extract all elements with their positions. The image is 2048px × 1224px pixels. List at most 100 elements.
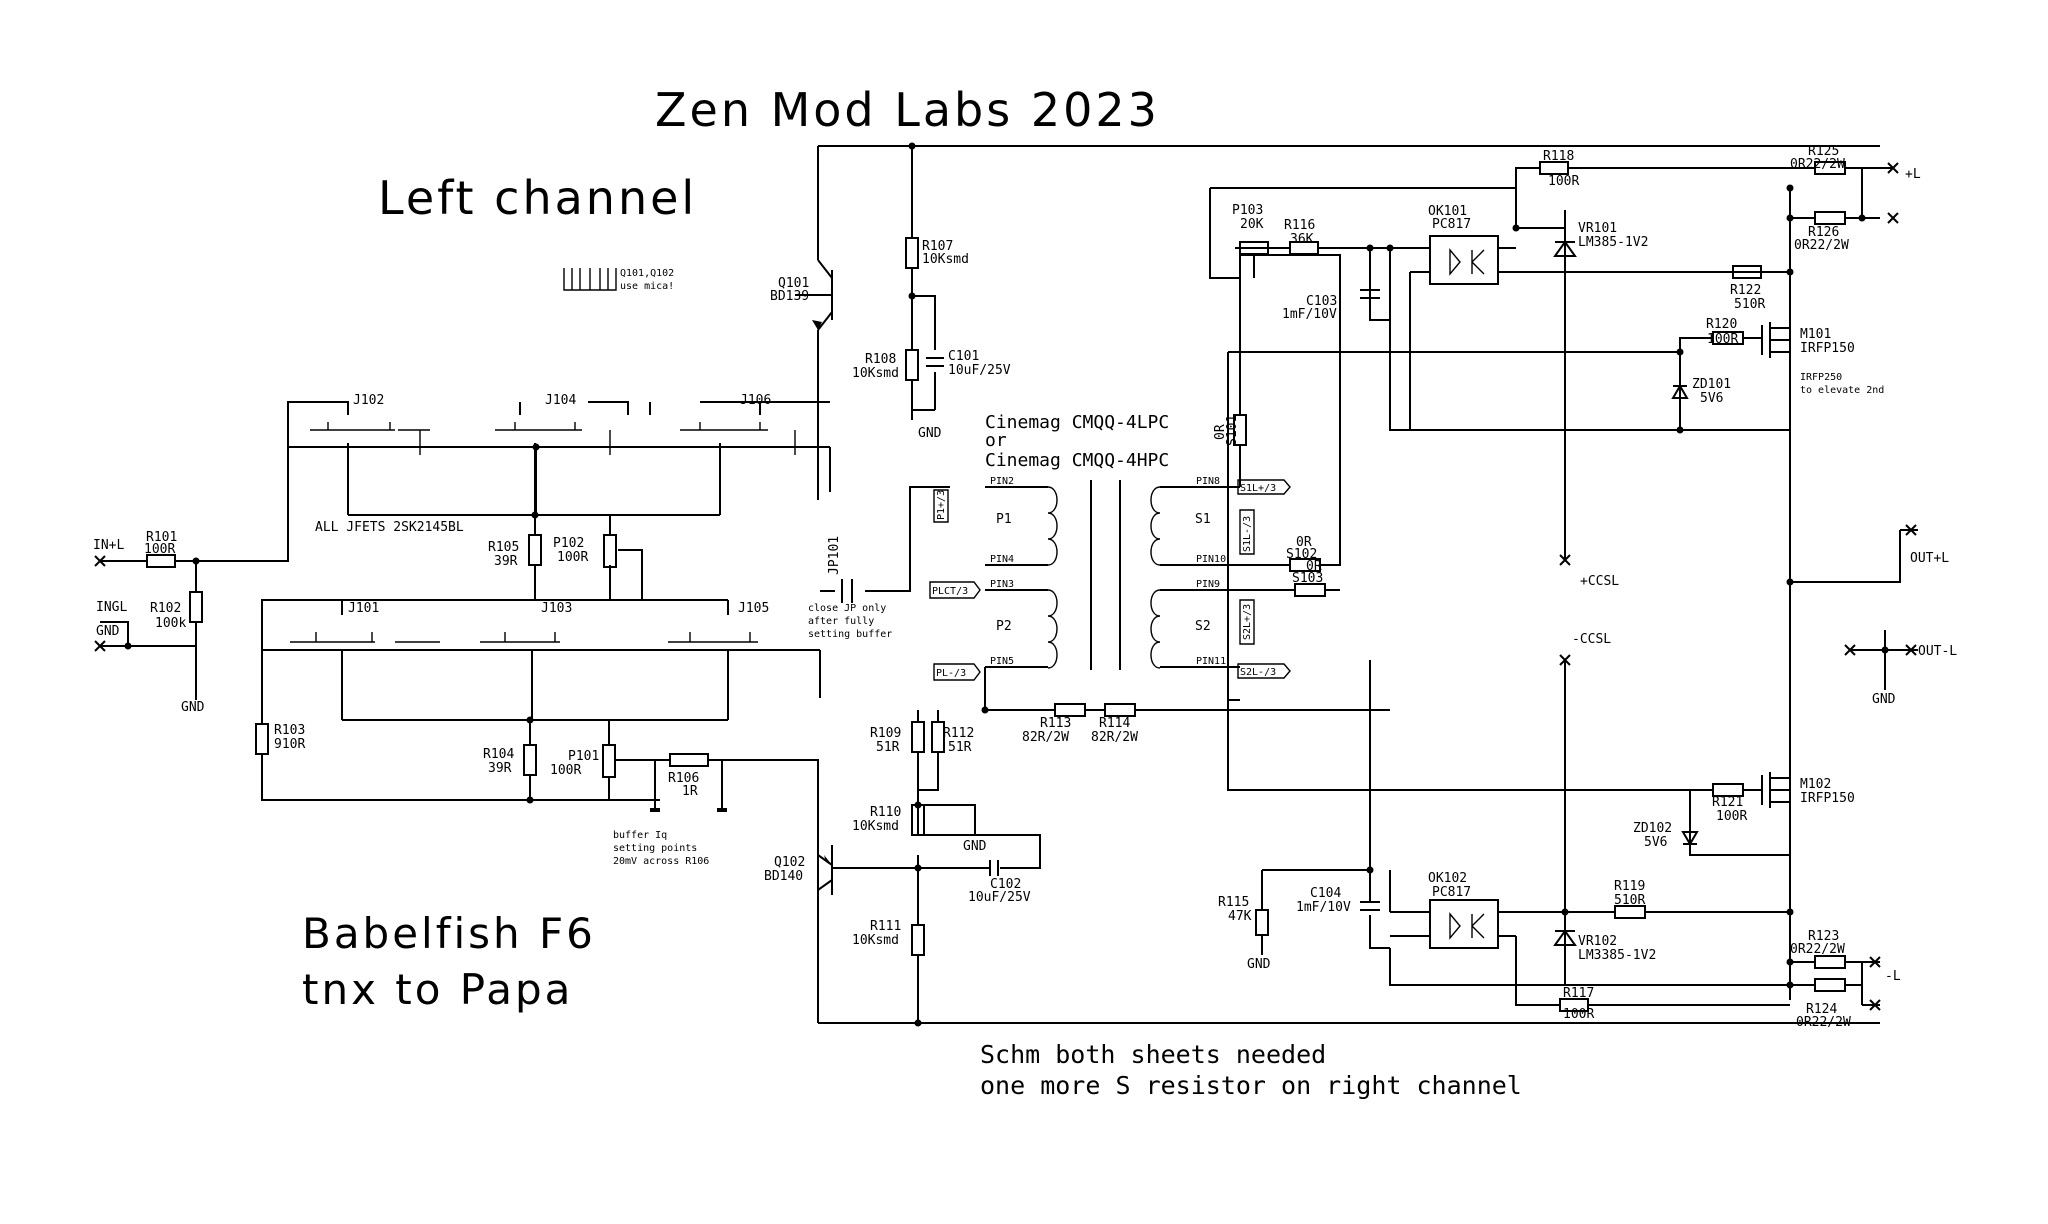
r122-ref: R122 — [1730, 283, 1761, 298]
mosfet-note-2: to elevate 2nd — [1800, 385, 1884, 396]
pin10-label: PIN10 — [1196, 554, 1226, 565]
pin9-label: PIN9 — [1196, 579, 1220, 590]
pin5-label: PIN5 — [990, 656, 1014, 667]
r117-ref: R117 — [1563, 986, 1594, 1001]
p103-val: 20K — [1240, 217, 1264, 232]
r115-ref: R115 — [1218, 895, 1249, 910]
net-flag-plct — [929, 581, 981, 599]
p102-val: 100R — [557, 550, 588, 565]
resistor-r104 — [523, 744, 537, 776]
input-plus-terminal[interactable] — [94, 555, 106, 567]
mica-note-2: use mica! — [620, 281, 674, 292]
r111-ref: R111 — [870, 919, 901, 934]
r103-ref: R103 — [274, 723, 305, 738]
potentiometer-p103[interactable] — [1239, 241, 1269, 278]
output-minus-terminal[interactable] — [1905, 644, 1917, 656]
r108-val: 10Ksmd — [852, 366, 899, 381]
r121-ref: R121 — [1712, 795, 1743, 810]
r105-val: 39R — [494, 554, 518, 569]
pin4-label: PIN4 — [990, 554, 1014, 565]
pin3-label: PIN3 — [990, 579, 1014, 590]
resistor-r107 — [905, 237, 919, 269]
resistor-r112 — [931, 721, 945, 753]
gnd-label-r115: GND — [1247, 957, 1271, 972]
jp101-ref: JP101 — [827, 536, 842, 575]
resistor-r115 — [1255, 909, 1269, 936]
r105-ref: R105 — [488, 540, 519, 555]
resistor-r108 — [905, 349, 919, 381]
r109-ref: R109 — [870, 726, 901, 741]
r118-val: 100R — [1548, 174, 1579, 189]
net-flag-s1-minus-text: S1L-/3 — [1242, 516, 1253, 552]
transformer-label-2: or — [985, 430, 1007, 451]
channel-label: Left channel — [378, 171, 697, 225]
r112-ref: R112 — [943, 726, 974, 741]
bottom-note-1: Schm both sheets needed — [980, 1040, 1326, 1069]
s101-val: 0R — [1213, 424, 1228, 440]
resistor-r122 — [1732, 265, 1762, 279]
output-plus-label: OUT+L — [1910, 551, 1949, 566]
diagram-title: Zen Mod Labs 2023 — [655, 83, 1160, 137]
r120-val: 100R — [1707, 332, 1738, 347]
ccs-plus-label: +CCSL — [1580, 574, 1619, 589]
resistor-r125 — [1814, 161, 1846, 175]
m102-ref: M102 — [1800, 777, 1831, 792]
gnd-label-r110: GND — [963, 839, 987, 854]
resistor-r116 — [1289, 241, 1319, 255]
r120-ref: R120 — [1706, 317, 1737, 332]
gnd-label-output: GND — [1872, 692, 1896, 707]
r110-val: 10Ksmd — [852, 819, 899, 834]
r122-val: 510R — [1734, 297, 1765, 312]
plus-rail-terminal[interactable] — [1880, 162, 1899, 224]
s102-ref: S102 — [1286, 547, 1317, 562]
ccs-plus-terminal[interactable] — [1559, 554, 1571, 566]
vr101-val: LM385-1V2 — [1578, 235, 1648, 250]
r123-val: 0R22/2W — [1790, 942, 1845, 957]
transformer-label-3: Cinemag CMQQ-4HPC — [985, 450, 1169, 471]
r101-val: 100R — [144, 542, 175, 557]
jp-note-3: setting buffer — [808, 629, 892, 640]
net-flag-s2-minus — [1237, 663, 1291, 679]
potentiometer-p101[interactable] — [602, 744, 616, 778]
net-flag-s2-minus-text: S2L-/3 — [1240, 667, 1276, 678]
capacitor-c101 — [926, 357, 944, 367]
net-flag-p1 — [933, 489, 949, 523]
r118-ref: R118 — [1543, 149, 1574, 164]
test-point-2 — [717, 808, 727, 812]
zener-zd102 — [1681, 790, 1790, 856]
resistor-s101 — [1233, 414, 1247, 446]
net-flag-p1-text: P1+/3 — [936, 490, 947, 520]
r124-val: 0R22/2W — [1796, 1015, 1851, 1030]
r123-ref: R123 — [1808, 929, 1839, 944]
vr102-ref: VR102 — [1578, 934, 1617, 949]
input-gnd-terminal[interactable] — [94, 640, 106, 652]
gnd-label-c101: GND — [918, 426, 942, 441]
q101-ref: Q101 — [778, 276, 809, 291]
resistor-r111 — [911, 924, 925, 956]
optocoupler-ok102 — [1390, 899, 1615, 949]
potentiometer-p102[interactable] — [603, 534, 617, 568]
ccs-minus-terminal[interactable] — [1559, 654, 1571, 666]
resistor-r120 — [1712, 331, 1744, 345]
output-plus-terminal[interactable] — [1905, 524, 1917, 536]
resistor-r124 — [1814, 978, 1846, 992]
r124-ref: R124 — [1806, 1002, 1837, 1017]
vr102-val: LM3385-1V2 — [1578, 948, 1656, 963]
pin11-label: PIN11 — [1196, 656, 1226, 667]
pin8-label: PIN8 — [1196, 476, 1220, 487]
zd101-val: 5V6 — [1700, 391, 1723, 406]
r116-val: 36K — [1290, 232, 1314, 247]
minus-rail-terminal[interactable] — [1869, 956, 1881, 1011]
resistor-s103 — [1294, 583, 1326, 597]
jumper-jp101[interactable] — [841, 579, 853, 603]
resistor-r121 — [1712, 783, 1744, 797]
r114-ref: R114 — [1099, 716, 1130, 731]
r119-val: 510R — [1614, 893, 1645, 908]
resistor-r117 — [1559, 998, 1589, 1012]
r106-val: 1R — [682, 784, 698, 799]
c101-val: 10uF/25V — [948, 363, 1011, 378]
ok101-ref: OK101 — [1428, 204, 1467, 219]
capacitor-c103 — [1360, 248, 1390, 321]
r114-val: 82R/2W — [1091, 730, 1138, 745]
capacitor-c102 — [989, 860, 999, 876]
